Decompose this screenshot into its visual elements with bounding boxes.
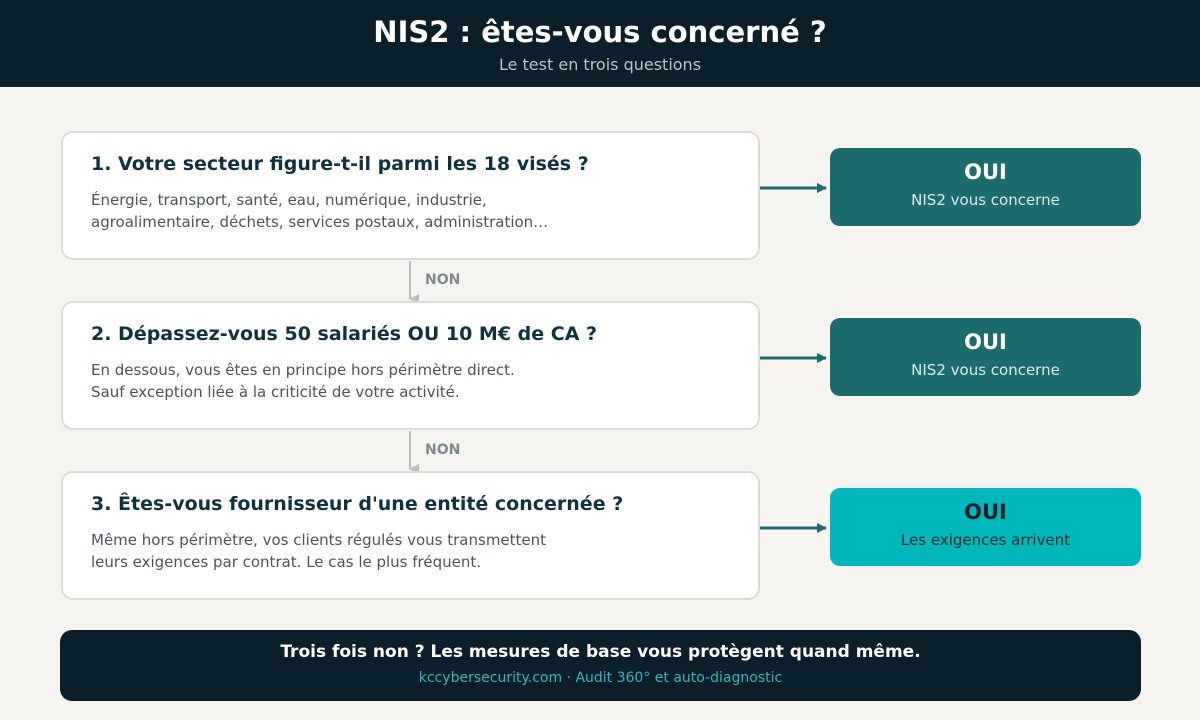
question-card-1: 1. Votre secteur figure-t-il parmi les 1…	[61, 131, 760, 260]
answer-subtitle: NIS2 vous concerne	[911, 191, 1060, 209]
footer-banner: Trois fois non ? Les mesures de base vou…	[60, 630, 1141, 701]
footer-message: Trois fois non ? Les mesures de base vou…	[280, 642, 921, 662]
question-title: 1. Votre secteur figure-t-il parmi les 1…	[91, 153, 589, 175]
question-desc-line: En dessous, vous êtes en principe hors p…	[91, 361, 515, 379]
answer-box-3: OUI Les exigences arrivent	[830, 488, 1141, 566]
page-subtitle: Le test en trois questions	[498, 55, 702, 74]
question-description: Énergie, transport, santé, eau, numériqu…	[91, 189, 548, 233]
page-title: NIS2 : êtes-vous concerné ?	[373, 15, 827, 49]
question-desc-line: leurs exigences par contrat. Le cas le p…	[91, 553, 482, 571]
footer-link-line: kccybersecurity.com · Audit 360° et auto…	[418, 670, 783, 686]
question-description: Même hors périmètre, vos clients régulés…	[91, 529, 546, 573]
question-desc-line: Même hors périmètre, vos clients régulés…	[91, 531, 547, 549]
question-title: 3. Êtes-vous fournisseur d'une entité co…	[91, 493, 624, 515]
answer-subtitle: Les exigences arrivent	[900, 531, 1071, 549]
answer-title: OUI	[964, 160, 1007, 184]
header: NIS2 : êtes-vous concerné ? Le test en t…	[0, 0, 1200, 87]
answer-box-1: OUI NIS2 vous concerne	[830, 148, 1141, 226]
question-card-2: 2. Dépassez-vous 50 salariés OU 10 M€ de…	[61, 301, 760, 430]
answer-box-2: OUI NIS2 vous concerne	[830, 318, 1141, 396]
question-card-3: 3. Êtes-vous fournisseur d'une entité co…	[61, 471, 760, 600]
question-desc-line: Sauf exception liée à la criticité de vo…	[91, 383, 460, 401]
question-desc-line: Énergie, transport, santé, eau, numériqu…	[91, 191, 487, 209]
answer-title: OUI	[964, 500, 1007, 524]
no-label-2: NON	[425, 442, 461, 458]
answer-title: OUI	[964, 330, 1007, 354]
question-description: En dessous, vous êtes en principe hors p…	[91, 359, 515, 403]
no-label-1: NON	[425, 272, 461, 288]
answer-subtitle: NIS2 vous concerne	[911, 361, 1060, 379]
question-desc-line: agroalimentaire, déchets, services posta…	[91, 213, 549, 231]
question-title: 2. Dépassez-vous 50 salariés OU 10 M€ de…	[91, 323, 598, 345]
